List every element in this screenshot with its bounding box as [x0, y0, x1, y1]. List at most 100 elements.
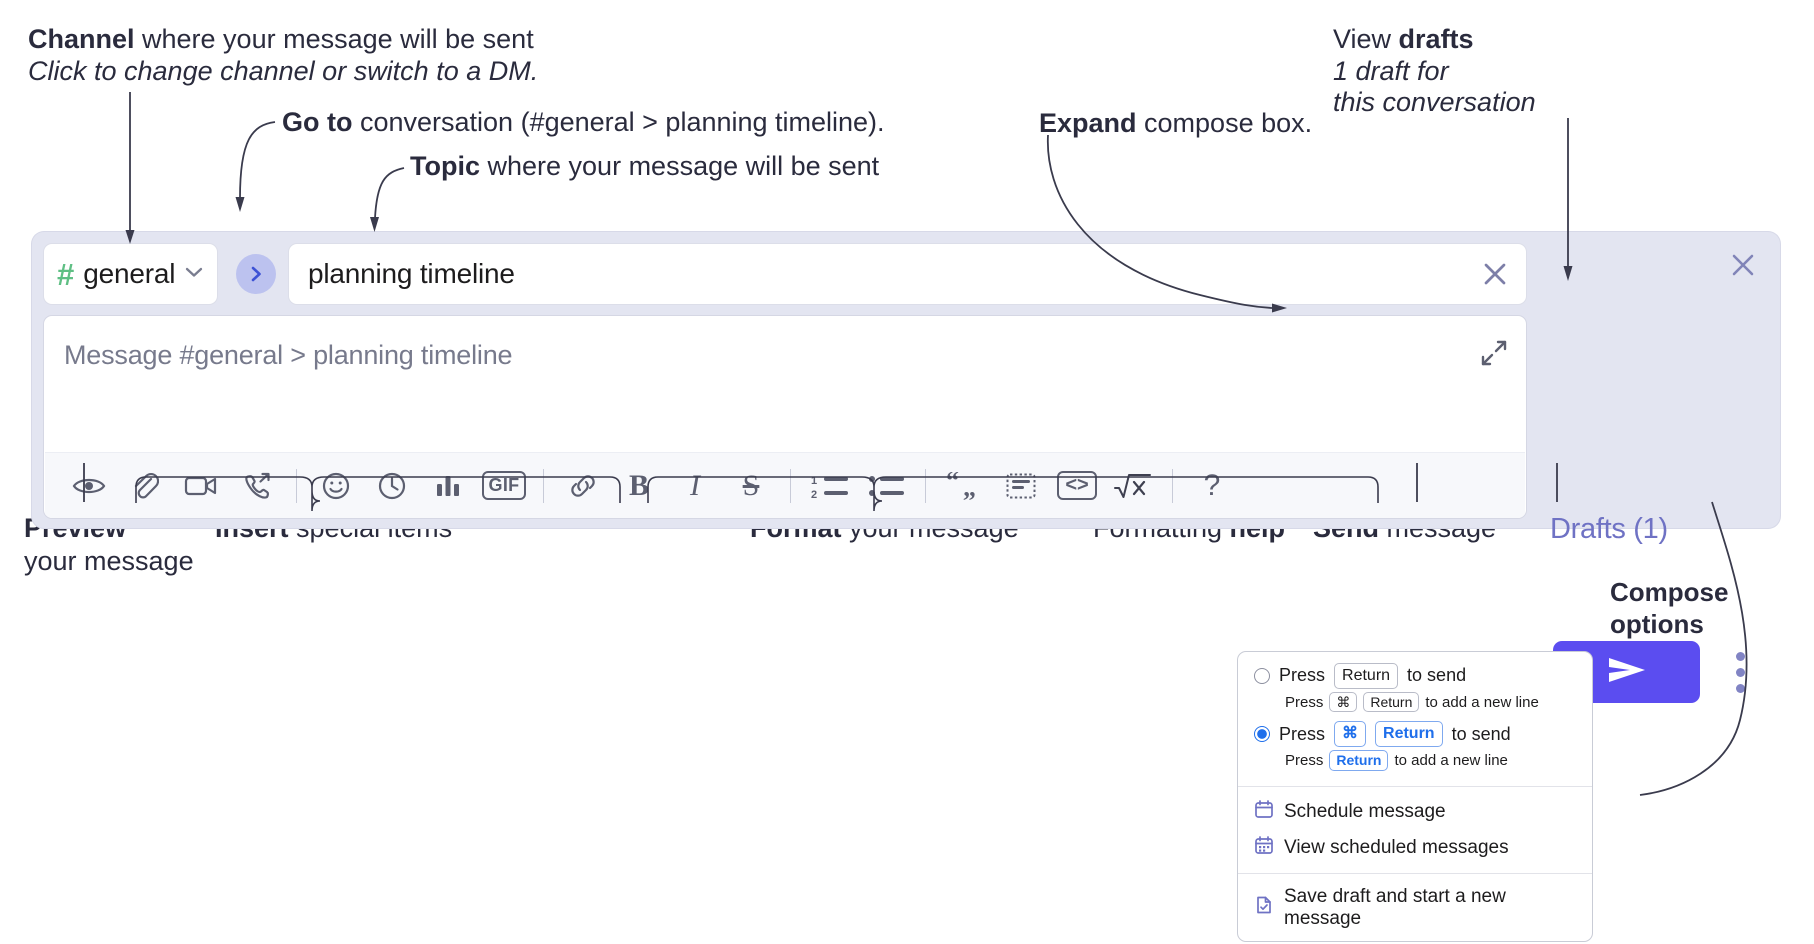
paper-plane-icon — [1604, 653, 1650, 692]
expand-arrows-icon[interactable] — [1479, 338, 1509, 373]
compose-options-button[interactable] — [1726, 646, 1754, 698]
svg-text:2: 2 — [811, 489, 817, 500]
menu-option-return-to-send[interactable]: Press Return to send Press ⌘ Return to a… — [1238, 662, 1592, 720]
strikethrough-icon[interactable]: S — [742, 468, 760, 502]
key-return: Return — [1363, 691, 1420, 713]
annotation-channel-rest: where your message will be sent — [134, 24, 534, 54]
annotation-drafts-normal: View — [1333, 24, 1399, 54]
annotation-goto-rest: conversation (#general > planning timeli… — [352, 107, 885, 137]
radio-unselected[interactable] — [1254, 667, 1270, 684]
radio-selected[interactable] — [1254, 726, 1270, 743]
close-icon[interactable] — [1480, 259, 1510, 289]
svg-text:„: „ — [963, 473, 976, 500]
key-return: Return — [1375, 721, 1443, 748]
annotation-expand-rest: compose box. — [1136, 108, 1313, 138]
compose-options-menu: Press Return to send Press ⌘ Return to a… — [1237, 651, 1593, 942]
save-draft-icon — [1254, 895, 1274, 921]
toolbar-separator — [296, 468, 297, 503]
help-icon[interactable]: ? — [1203, 468, 1221, 502]
annotation-topic-bold: Topic — [410, 151, 480, 181]
preview-icon[interactable] — [61, 460, 117, 512]
annotation-topic: Topic where your message will be sent — [410, 149, 879, 184]
annotation-goto-bold: Go to — [282, 107, 353, 137]
menu-divider — [1238, 785, 1592, 787]
toolbar-separator — [543, 468, 544, 503]
menu-item-schedule-message[interactable]: Schedule message — [1238, 794, 1592, 830]
chevron-right-icon — [247, 264, 265, 284]
calendar-grid-icon — [1254, 835, 1274, 861]
inline-code-icon[interactable]: <> — [1049, 460, 1105, 512]
annotation-compose-options-line1: Compose — [1610, 577, 1729, 607]
message-input[interactable]: Message #general > planning timeline — [43, 315, 1527, 519]
key-command: ⌘ — [1334, 721, 1367, 748]
latex-icon[interactable] — [1105, 460, 1161, 512]
option-sub-prefix: Press — [1285, 752, 1324, 770]
italic-icon[interactable]: I — [690, 468, 700, 502]
svg-text:“: “ — [946, 472, 959, 495]
gif-icon[interactable]: GIF — [476, 460, 532, 512]
option-prefix: Press — [1279, 665, 1326, 686]
channel-selector[interactable]: # general — [43, 243, 218, 305]
option-sub-suffix: to add a new line — [1394, 752, 1508, 770]
menu-item-label: View scheduled messages — [1284, 836, 1509, 858]
code-block-icon[interactable] — [993, 460, 1049, 512]
toolbar-separator — [790, 468, 791, 503]
annotation-channel-bold: Channel — [28, 24, 135, 54]
annotation-channel: Channel where your message will be sent — [28, 22, 534, 57]
goto-conversation-button[interactable] — [236, 254, 276, 294]
ordered-list-icon[interactable]: 1 2 — [802, 460, 858, 512]
annotation-topic-rest: where your message will be sent — [480, 151, 880, 181]
emoji-icon[interactable] — [308, 460, 364, 512]
annotation-drafts: View drafts — [1333, 22, 1474, 57]
annotation-channel-sub: Click to change channel or switch to a D… — [28, 56, 539, 86]
clock-icon[interactable] — [364, 460, 420, 512]
option-sub-suffix: to add a new line — [1425, 693, 1539, 711]
chevron-down-icon — [184, 264, 204, 284]
menu-item-label: Save draft and start a new message — [1284, 885, 1506, 929]
channel-name: general — [83, 258, 176, 289]
annotation-preview-line2: your message — [24, 546, 194, 576]
menu-item-label: Schedule message — [1284, 800, 1446, 822]
calendar-clock-icon — [1254, 799, 1274, 825]
close-icon[interactable] — [1728, 250, 1758, 285]
vertical-dots-icon — [1735, 651, 1745, 661]
key-return: Return — [1329, 750, 1389, 771]
drafts-link[interactable]: Drafts (1) — [1550, 513, 1668, 545]
annotation-drafts-bold: drafts — [1398, 24, 1474, 54]
annotation-drafts-line3: this conversation — [1333, 87, 1536, 117]
annotation-expand-bold: Expand — [1039, 108, 1137, 138]
poll-icon[interactable] — [420, 460, 476, 512]
svg-text:1: 1 — [811, 475, 817, 487]
attachment-icon[interactable] — [117, 460, 173, 512]
annotation-compose-options-line2: options — [1610, 609, 1704, 639]
link-icon[interactable] — [555, 460, 611, 512]
vertical-dots-icon — [1735, 667, 1745, 677]
vertical-dots-icon — [1735, 683, 1745, 693]
hash-icon: # — [57, 256, 75, 292]
menu-item-save-draft[interactable]: Save draft and start a new message — [1238, 881, 1592, 935]
toolbar-separator — [925, 468, 926, 503]
message-placeholder: Message #general > planning timeline — [64, 340, 513, 370]
key-return: Return — [1334, 663, 1399, 689]
bulleted-list-icon[interactable] — [858, 460, 914, 512]
bold-icon[interactable]: B — [628, 468, 649, 502]
menu-divider — [1238, 872, 1592, 874]
annotation-expand: Expand compose box. — [1039, 106, 1312, 141]
option-suffix: to send — [1407, 665, 1467, 686]
menu-item-view-scheduled[interactable]: View scheduled messages — [1238, 830, 1592, 866]
annotation-goto: Go to conversation (#general > planning … — [282, 105, 885, 140]
option-prefix: Press — [1279, 723, 1326, 744]
menu-option-cmd-return-to-send[interactable]: Press ⌘ Return to send Press Return to a… — [1238, 720, 1592, 778]
compose-panel: # general planning timeline Message #gen… — [32, 232, 1780, 703]
option-suffix: to send — [1451, 723, 1511, 744]
topic-value: planning timeline — [308, 258, 515, 289]
toolbar-separator — [1172, 468, 1173, 503]
audio-call-icon[interactable] — [229, 460, 285, 512]
key-command: ⌘ — [1329, 691, 1358, 713]
video-icon[interactable] — [173, 460, 229, 512]
option-sub-prefix: Press — [1285, 693, 1324, 711]
formatting-toolbar: GIF B I S 1 2 — [45, 452, 1525, 518]
topic-input[interactable]: planning timeline — [288, 243, 1527, 305]
annotation-drafts-line2: 1 draft for — [1333, 56, 1449, 86]
blockquote-icon[interactable]: “ „ — [937, 460, 993, 512]
